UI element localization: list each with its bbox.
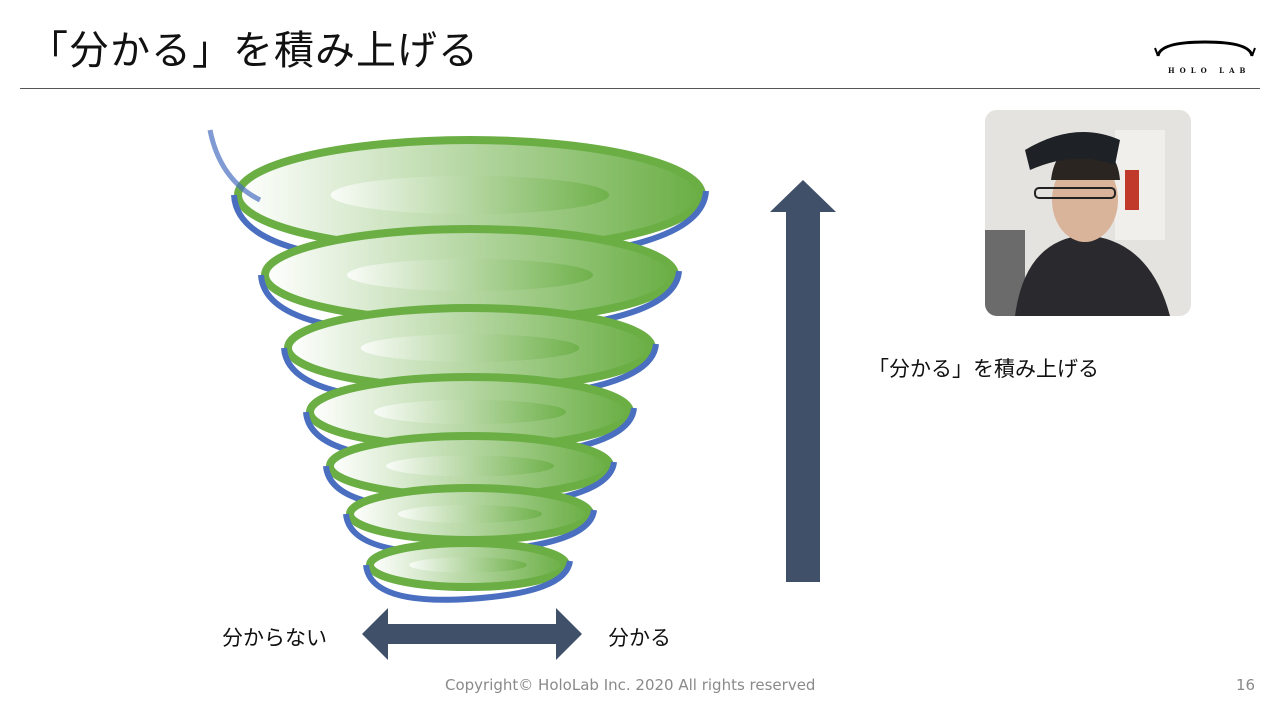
slide-title: 「分かる」を積み上げる [28,28,479,74]
spiral-inner-6 [409,557,527,573]
spiral-inner-3 [374,399,566,425]
title-divider [20,88,1260,89]
axis-right-label: 分かる [608,626,671,650]
spiral-inner-5 [398,504,542,524]
spiral-inner-4 [386,455,554,477]
page-number: 16 [1236,676,1256,694]
person-image [985,110,1191,316]
up-arrow-icon [770,180,836,582]
spiral-inner-1 [347,258,593,292]
holo-lab-logo [1154,40,1256,57]
side-caption: 「分かる」を積み上げる [868,357,1099,381]
spiral-inner-2 [360,334,580,362]
logo-text: HOLO LAB [1168,66,1251,75]
copyright-footer: Copyright© HoloLab Inc. 2020 All rights … [445,676,816,694]
spiral-inner-0 [330,175,610,215]
spiral-band-6 [363,560,573,603]
axis-left-label: 分からない [222,626,327,650]
double-arrow-icon [362,608,582,660]
spiral-tail [207,129,262,203]
speaker-photo [985,110,1191,316]
